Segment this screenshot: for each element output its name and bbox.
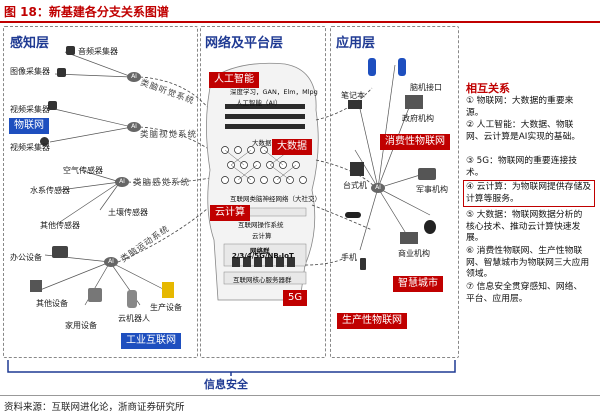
forklift-icon [162, 282, 174, 298]
network-layer-box [200, 26, 326, 358]
ai-node-audio: AI [127, 72, 141, 82]
tag-ai: 人工智能 [209, 72, 259, 88]
label-desktop: 台式机 [343, 181, 367, 190]
caption-standards: 深度学习，GAN，Elm，Mlpg [230, 88, 318, 96]
tag-production-iot: 生产性物联网 [337, 313, 407, 329]
ai-node-motion: AI [104, 257, 118, 267]
label-notebook: 笔记本 [341, 91, 365, 100]
system-sensory: 类脑感觉系统 [133, 178, 191, 188]
caption-neural-net: 互联网类脑神经网络（大社交） [230, 195, 321, 203]
source-note: 资料来源：互联网进化论，浙商证券研究所 [4, 402, 185, 413]
government-building-icon [405, 95, 423, 109]
label-air-sensor: 空气传感器 [63, 166, 103, 175]
label-production-device: 生产设备 [150, 303, 182, 312]
label-office-device: 办公设备 [10, 253, 42, 262]
video-camera-icon [40, 137, 49, 146]
caption-network-group: 网络群 [250, 247, 270, 255]
robot-icon [127, 290, 137, 308]
label-other-sensor: 其他传感器 [40, 221, 80, 230]
vr-glasses-icon [345, 212, 361, 218]
military-icon [418, 168, 436, 180]
label-soil-sensor: 土壤传感器 [108, 208, 148, 217]
audio-collector-icon [66, 46, 75, 55]
label-business: 商业机构 [398, 249, 430, 258]
other-device-icon [30, 280, 42, 292]
ai-node-application: AI [371, 183, 385, 193]
relations-title: 相互关系 [466, 82, 510, 95]
business-building-icon [400, 232, 418, 244]
person-icon [368, 58, 376, 76]
relation-item-2: ② 人工智能：大数据、物联网、云计算是AI实现的基础。 [466, 120, 581, 142]
desktop-icon [350, 162, 364, 176]
brain-interface-icon [398, 58, 406, 76]
perception-layer-title: 感知层 [10, 36, 50, 51]
caption-servers: 互联网核心服务器群 [233, 276, 292, 284]
relation-item-5: ⑤ 大数据：物联网数据分析的核心技术、推动云计算快速发展。 [466, 210, 583, 243]
caption-bigdata-small: 大数据 [252, 139, 272, 147]
application-layer-box [330, 26, 459, 358]
perception-layer-box [3, 26, 198, 358]
tag-5g: 5G [283, 290, 308, 306]
label-video-collector-2: 视频采集器 [10, 143, 50, 152]
label-cloud-robot: 云机器人 [118, 314, 150, 323]
tag-consumer-iot: 消费性物联网 [380, 134, 450, 150]
figure-header: 图 18：新基建各分支关系图谱 [0, 0, 600, 23]
money-bag-icon [424, 220, 436, 234]
relation-item-1: ① 物联网：大数据的重要来源。 [466, 96, 574, 118]
information-security-label: 信息安全 [204, 378, 248, 391]
label-audio-collector: 音频采集器 [78, 47, 118, 56]
relations-panel: 相互关系 ① 物联网：大数据的重要来源。 ② 人工智能：大数据、物联网、云计算是… [460, 26, 598, 356]
label-other-device: 其他设备 [36, 299, 68, 308]
tag-industrial-internet: 工业互联网 [121, 333, 181, 349]
network-layer-title: 网络及平台层 [205, 36, 284, 51]
relation-item-3: ③ 5G：物联网的重要连接技术。 [466, 156, 578, 178]
washing-machine-icon [88, 288, 102, 302]
ai-node-sensory: AI [115, 177, 129, 187]
relation-item-6: ⑥ 消费性物联网、生产性物联网、智慧城市为物联网三大应用领域。 [466, 246, 590, 279]
label-military: 军事机构 [416, 185, 448, 194]
tag-smart-city: 智慧城市 [393, 276, 443, 292]
label-image-collector: 图像采集器 [10, 67, 50, 76]
ai-node-visual: AI [127, 122, 141, 132]
label-government: 政府机构 [402, 114, 434, 123]
tag-iot: 物联网 [9, 118, 49, 134]
relation-item-4: ④ 云计算：为物联网提供存储及计算等服务。 [463, 180, 595, 207]
title-rule [0, 21, 600, 23]
notebook-icon [348, 100, 362, 109]
phone-icon [360, 258, 366, 270]
label-phone: 手机 [341, 253, 357, 262]
video-collector-icon [48, 101, 57, 110]
tag-bigdata: 大数据 [272, 139, 312, 155]
caption-network-standards: 2/3/4/5G/NB-IoT [232, 252, 294, 260]
image-collector-icon [57, 68, 66, 77]
system-visual: 类脑视觉系统 [140, 130, 198, 140]
printer-icon [52, 246, 68, 258]
label-video-collector: 视频采集器 [10, 105, 50, 114]
footer-rule [0, 395, 600, 396]
application-layer-title: 应用层 [336, 36, 376, 51]
figure-title: 图 18：新基建各分支关系图谱 [4, 5, 169, 19]
caption-iot-os: 互联网操作系统 [238, 221, 284, 229]
relation-item-7: ⑦ 信息安全贯穿感知、网络、平台、应用层。 [466, 282, 583, 304]
label-home-device: 家用设备 [65, 321, 97, 330]
tag-cloud: 云计算 [210, 205, 250, 221]
caption-ai-engine: 人工智能（AI） [236, 99, 282, 107]
label-water-sensor: 水系传感器 [30, 186, 70, 195]
label-brain-interface: 脑机接口 [410, 83, 442, 92]
caption-cloud-platform: 云计算 [252, 232, 272, 240]
